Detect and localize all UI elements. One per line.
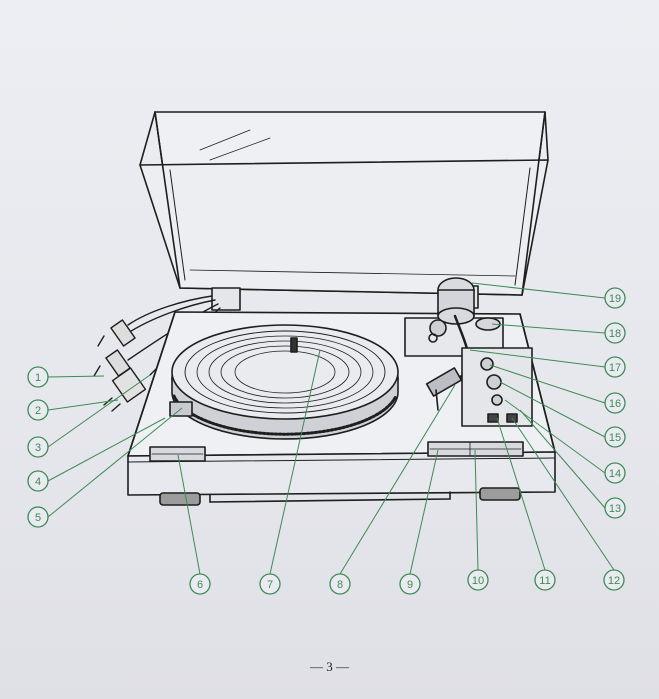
- spindle: [290, 337, 298, 353]
- callout-17: 17: [604, 356, 626, 378]
- callout-16-label: 16: [609, 398, 621, 410]
- callout-15-label: 15: [609, 432, 621, 444]
- callout-2-label: 2: [35, 405, 41, 417]
- callout-12-label: 12: [608, 575, 620, 587]
- dust-cover: [139, 111, 549, 296]
- callout-18-label: 18: [609, 328, 621, 340]
- callout-10: 10: [467, 569, 489, 591]
- callout-15: 15: [604, 426, 626, 448]
- callout-13: 13: [604, 497, 626, 519]
- callout-5-label: 5: [35, 512, 41, 524]
- callout-11: 11: [534, 569, 556, 591]
- leader-lines: [47, 282, 615, 575]
- callout-10-label: 10: [472, 575, 484, 587]
- callout-4-label: 4: [35, 476, 41, 488]
- turntable-drawing: [93, 111, 556, 506]
- feet: [159, 487, 521, 506]
- callout-7: 7: [259, 573, 281, 595]
- callout-18: 18: [604, 322, 626, 344]
- callout-6-label: 6: [197, 579, 203, 591]
- page-number: — 3 —: [310, 659, 349, 674]
- callout-3-label: 3: [35, 442, 41, 454]
- callout-14: 14: [604, 462, 626, 484]
- callout-11-label: 11: [539, 575, 550, 587]
- callout-12: 12: [603, 569, 625, 591]
- cables: [93, 295, 221, 412]
- callout-13-label: 13: [609, 503, 621, 515]
- callout-17-label: 17: [609, 362, 621, 374]
- callout-2: 2: [27, 399, 49, 421]
- callout-1: 1: [27, 366, 49, 388]
- callout-4: 4: [27, 470, 49, 492]
- callout-19-label: 19: [609, 293, 621, 305]
- tonearm: [404, 277, 533, 427]
- callout-6: 6: [189, 573, 211, 595]
- callout-8-label: 8: [337, 579, 343, 591]
- platter: [171, 324, 399, 440]
- callout-9-label: 9: [407, 579, 413, 591]
- callout-3: 3: [27, 436, 49, 458]
- callout-1-label: 1: [35, 372, 41, 384]
- callout-5: 5: [27, 506, 49, 528]
- callout-7-label: 7: [267, 579, 273, 591]
- left-hinge: [211, 287, 241, 311]
- callout-8: 8: [329, 573, 351, 595]
- callout-14-label: 14: [609, 468, 621, 480]
- front-controls: [149, 401, 524, 462]
- callout-16: 16: [604, 392, 626, 414]
- callout-19: 19: [604, 287, 626, 309]
- callout-9: 9: [399, 573, 421, 595]
